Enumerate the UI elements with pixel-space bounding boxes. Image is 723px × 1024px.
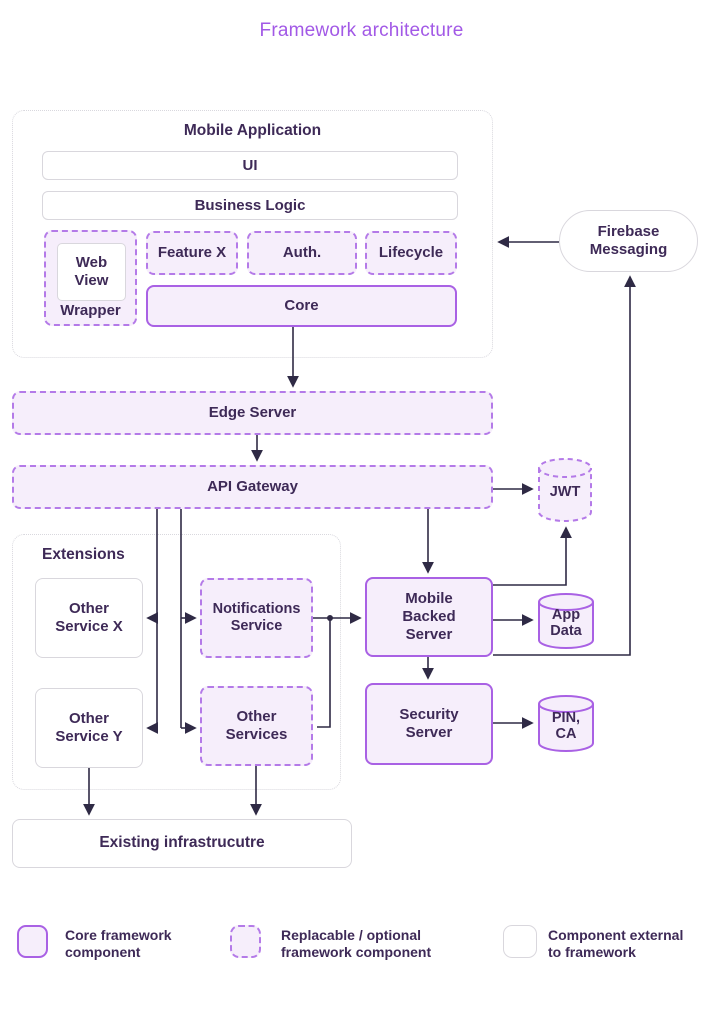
node-notifications-service: Notifications Service	[200, 578, 313, 658]
legend-replaceable-label: Replacable / optional framework componen…	[281, 927, 432, 960]
node-jwt-database: JWT	[537, 457, 593, 523]
node-web-view: Web View	[57, 243, 126, 301]
node-existing-infrastructure: Existing infrastrucutre	[12, 819, 352, 868]
node-core: Core	[146, 285, 457, 327]
jwt-label: JWT	[549, 484, 581, 501]
node-auth: Auth.	[247, 231, 357, 275]
app-data-label: App Data	[550, 607, 582, 639]
node-other-services: Other Services	[200, 686, 313, 766]
legend-core-label: Core framework component	[65, 927, 172, 960]
wrapper-label: Wrapper	[60, 302, 121, 319]
legend-external-label: Component external to framework	[548, 927, 684, 960]
node-app-data-database: App Data	[537, 592, 595, 650]
legend-core-swatch	[17, 925, 48, 958]
legend-replaceable-swatch	[230, 925, 261, 958]
page-title: Framework architecture	[259, 20, 464, 41]
node-lifecycle: Lifecycle	[365, 231, 457, 275]
pin-ca-label: PIN, CA	[551, 709, 581, 742]
node-web-view-wrapper: Web View Wrapper	[44, 230, 137, 326]
node-other-service-x: Other Service X	[35, 578, 143, 658]
node-other-service-y: Other Service Y	[35, 688, 143, 768]
legend-external-swatch	[503, 925, 537, 958]
mobile-application-label: Mobile Application	[183, 122, 322, 139]
node-feature-x: Feature X	[146, 231, 238, 275]
node-security-server: Security Server	[365, 683, 493, 765]
node-pin-ca-database: PIN, CA	[537, 694, 595, 753]
node-api-gateway: API Gateway	[12, 465, 493, 509]
node-business-logic: Business Logic	[42, 191, 458, 220]
node-ui: UI	[42, 151, 458, 180]
extensions-label: Extensions	[42, 546, 125, 563]
arrow-mobile-backed-to-jwt	[493, 526, 572, 586]
node-edge-server: Edge Server	[12, 391, 493, 435]
node-mobile-backed-server: Mobile Backed Server	[365, 577, 493, 657]
cylinder-icon	[538, 695, 594, 752]
node-firebase-messaging: Firebase Messaging	[559, 210, 698, 272]
